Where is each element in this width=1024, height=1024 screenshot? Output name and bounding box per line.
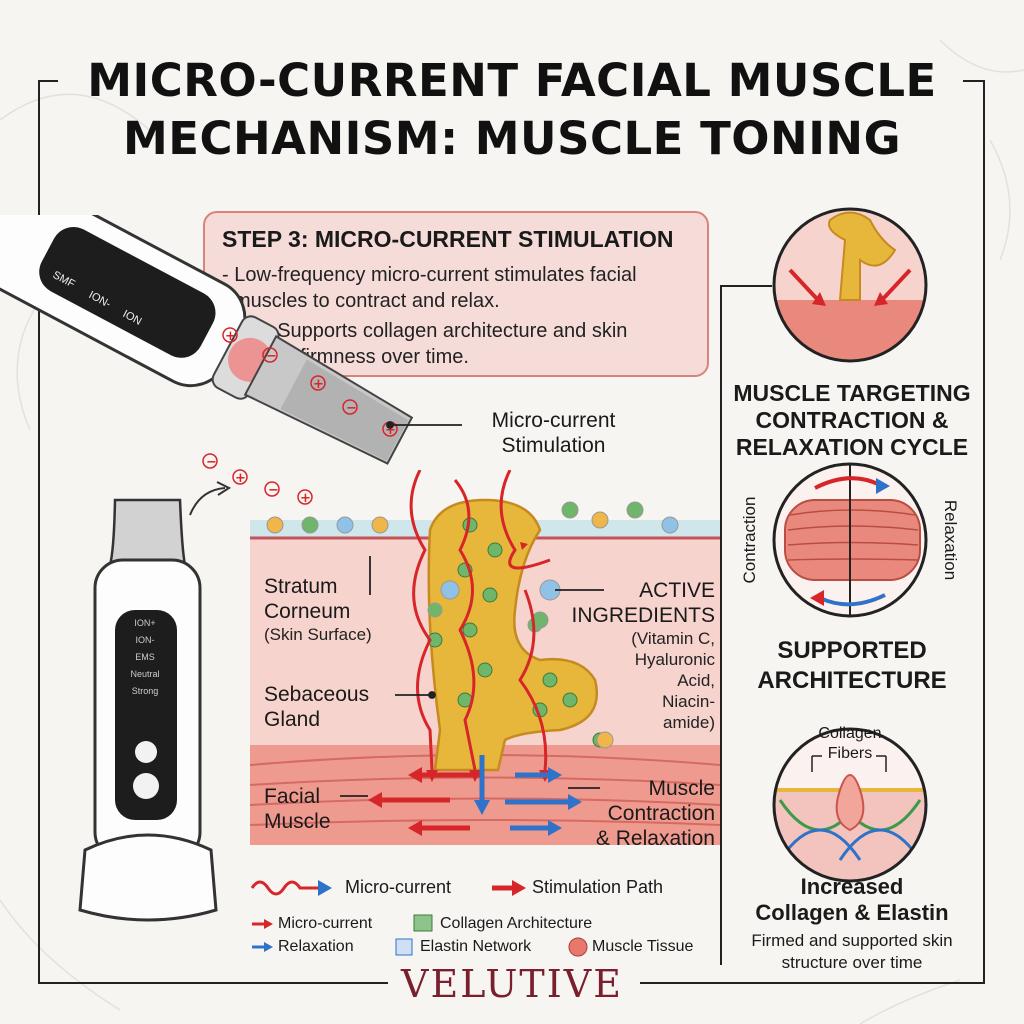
svg-text:+: + [235, 471, 246, 486]
stimulation-label-line-1: Micro-current [491, 409, 616, 432]
legend-microcurrent-small: Micro-current [278, 915, 373, 932]
stratum-label-line-2: Corneum [264, 600, 351, 623]
relaxation-side-label: Relaxation [941, 499, 960, 581]
brand-logo-text: VELUTIVE [401, 962, 623, 1006]
device-mode-3: EMS [135, 652, 155, 662]
right-panel-connector [720, 285, 772, 287]
svg-text:−: − [346, 401, 357, 416]
active-label-line-3: (Vitamin C, [631, 629, 715, 648]
muscle-label-line-2: Contraction [607, 802, 715, 825]
stratum-label-line-1: Stratum [264, 575, 338, 598]
firmed-line-1: Firmed and supported skin [751, 931, 953, 950]
step-bullet-1-line-1: - Low-frequency micro-current stimulates… [222, 264, 637, 286]
right-panel-divider [720, 285, 722, 965]
stratum-label-line-3: (Skin Surface) [264, 625, 372, 644]
active-label-line-1: ACTIVE [639, 579, 715, 602]
increased-line-1: Increased [800, 874, 904, 899]
frame-right [983, 80, 985, 984]
legend-collagen: Collagen Architecture [440, 915, 593, 932]
muscle-contraction-label: Muscle Contraction & Relaxation [575, 776, 715, 851]
frame-bottom-left [38, 982, 388, 984]
frame-left [38, 80, 40, 984]
sebaceous-label-line-2: Gland [264, 708, 321, 731]
targeting-line-1: MUSCLE TARGETING [733, 380, 971, 406]
active-ingredients-label: ACTIVE INGREDIENTS (Vitamin C, Hyaluroni… [570, 578, 715, 733]
active-label-line-6: Niacin- [662, 692, 715, 711]
facial-muscle-label: Facial Muscle [264, 784, 331, 834]
sebaceous-label: Sebaceous Gland [264, 682, 369, 732]
step-bullet-2-line-1: - Supports collagen architecture and ski… [265, 320, 628, 342]
standing-device-illustration [78, 498, 218, 922]
svg-text:+: + [225, 329, 236, 344]
frame-top-right [963, 80, 985, 82]
firmed-line-2: structure over time [781, 953, 923, 972]
stratum-label: Stratum Corneum (Skin Surface) [264, 574, 372, 645]
page-title: MICRO-CURRENT FACIAL MUSCLE MECHANISM: M… [0, 52, 1024, 168]
contraction-side-label: Contraction [740, 496, 759, 584]
sebaceous-label-line-1: Sebaceous [264, 683, 370, 706]
targeting-line-2: CONTRACTION & [755, 407, 949, 433]
active-label-line-2: INGREDIENTS [571, 604, 715, 627]
device-mode-2: ION- [135, 635, 155, 645]
firmed-description: Firmed and supported skin structure over… [722, 930, 982, 974]
active-label-line-5: Acid, [677, 671, 715, 690]
step-heading: STEP 3: MICRO-CURRENT STIMULATION [222, 226, 674, 252]
collagen-label-line-1: Collagen [818, 725, 882, 742]
svg-text:−: − [268, 483, 279, 498]
targeting-heading: MUSCLE TARGETING CONTRACTION & RELAXATIO… [722, 380, 982, 461]
facial-muscle-label-line-1: Facial [264, 785, 321, 808]
curved-arrow-icon [189, 481, 232, 516]
active-label-line-4: Hyaluronic [634, 650, 715, 669]
stimulation-label-line-2: Stimulation [501, 434, 606, 457]
svg-text:+: + [313, 377, 324, 392]
legend-elastin: Elastin Network [420, 938, 532, 955]
handheld-device-illustration: SMF ION- ION + − + − + − + − + [0, 215, 414, 506]
device-mode-4: Neutral [130, 669, 160, 679]
muscle-label-line-1: Muscle [648, 777, 715, 800]
facial-muscle-label-line-2: Muscle [264, 810, 331, 833]
svg-text:−: − [206, 455, 217, 470]
supported-line-2: ARCHITECTURE [757, 667, 947, 694]
active-label-line-7: amide) [663, 713, 715, 732]
skin-cross-section-diagram [250, 470, 720, 845]
stimulation-label: Micro-current Stimulation [466, 408, 641, 458]
muscle-label-line-3: & Relaxation [595, 827, 715, 850]
device-mode-5: Strong [131, 686, 159, 696]
legend-microcurrent: Micro-current [345, 877, 452, 897]
targeting-line-3: RELAXATION CYCLE [735, 434, 969, 460]
title-line-1: MICRO-CURRENT FACIAL MUSCLE [87, 54, 937, 107]
svg-text:+: + [385, 423, 396, 438]
collagen-fibers-label: Collagen Fibers [790, 724, 910, 764]
collagen-label-line-2: Fibers [827, 745, 873, 762]
svg-text:+: + [300, 491, 311, 506]
device-mode-1: ION+ [134, 618, 156, 628]
legend-relaxation: Relaxation [278, 938, 354, 955]
svg-text:−: − [266, 349, 277, 364]
increased-line-2: Collagen & Elastin [755, 900, 949, 925]
supported-line-1: SUPPORTED [777, 637, 927, 664]
step-bullet-1-line-2: muscles to contract and relax. [234, 290, 500, 312]
title-line-2: MECHANISM: MUSCLE TONING [122, 112, 902, 165]
legend-stimulation-path: Stimulation Path [532, 877, 664, 897]
step-bullet-2-line-2: firmness over time. [300, 346, 469, 368]
increased-heading: Increased Collagen & Elastin [722, 874, 982, 926]
frame-top-left [38, 80, 58, 82]
supported-heading: SUPPORTED ARCHITECTURE [722, 636, 982, 696]
device-mode-list: ION+ ION- EMS Neutral Strong [120, 615, 170, 700]
legend-muscle-tissue: Muscle Tissue [592, 938, 694, 955]
frame-bottom-right [640, 982, 985, 984]
